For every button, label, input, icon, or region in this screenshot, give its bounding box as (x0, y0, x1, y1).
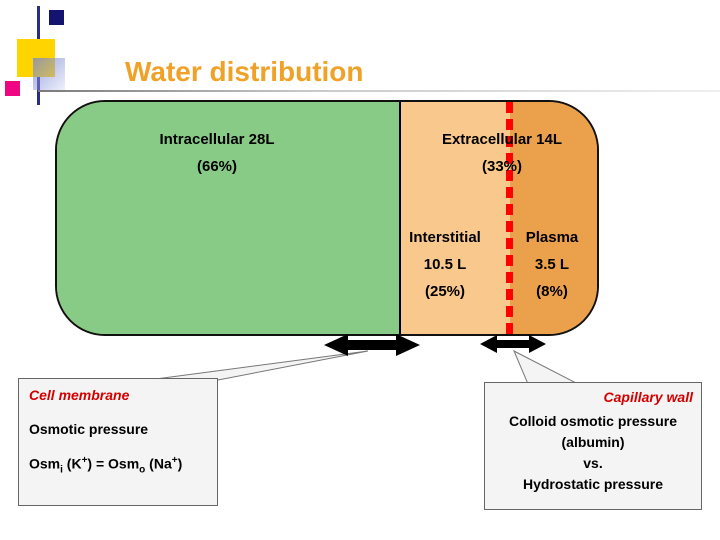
double-arrow-capillary-wall-icon (480, 335, 546, 353)
interstitial-percent: (25%) (424, 283, 465, 300)
plasma-label: Plasma (525, 229, 579, 246)
intracellular-label: Intracellular 28L (159, 131, 275, 148)
capillary-wall-dashed-line (506, 102, 513, 334)
intracellular-percent: (66%) (196, 158, 237, 175)
plasma-volume: 3.5 L (534, 256, 570, 273)
interstitial-label-block: Interstitial 10.5 L (25%) (375, 224, 515, 305)
extracellular-label-block: Extracellular 14L (33%) (397, 126, 597, 180)
deco-blue-square (33, 58, 65, 90)
plasma-percent: (8%) (536, 283, 568, 300)
cell-membrane-callout: Cell membrane Osmotic pressure Osmi (K+)… (18, 378, 218, 506)
vs-text: vs. (583, 455, 603, 471)
page-title: Water distribution (125, 56, 364, 87)
double-arrow-cell-membrane-icon (324, 334, 420, 356)
intracellular-label-block: Intracellular 28L (66%) (67, 126, 367, 180)
callout-pointer-cell-membrane (147, 350, 369, 381)
albumin-text: (albumin) (561, 434, 625, 450)
colloid-osmotic-pressure-text: Colloid osmotic pressure (508, 413, 678, 429)
callout-pointer-capillary-wall (512, 349, 579, 385)
capillary-wall-callout: Capillary wall Colloid osmotic pressure … (484, 382, 702, 510)
title-divider-line (38, 90, 720, 92)
extracellular-label: Extracellular 14L (441, 131, 563, 148)
osmolality-formula: Osmi (K+) = Osmo (Na+) (29, 455, 183, 476)
interstitial-volume: 10.5 L (423, 256, 467, 273)
capillary-wall-title: Capillary wall (603, 389, 693, 405)
cell-membrane-title: Cell membrane (29, 387, 130, 403)
interstitial-label: Interstitial (409, 229, 481, 246)
plasma-label-block: Plasma 3.5 L (8%) (510, 224, 594, 305)
osmotic-pressure-text: Osmotic pressure (29, 421, 149, 437)
extracellular-percent: (33%) (481, 158, 522, 175)
deco-navy-square (49, 10, 64, 25)
intracellular-region (57, 102, 401, 334)
deco-magenta-square (5, 81, 20, 96)
hydrostatic-pressure-text: Hydrostatic pressure (522, 476, 664, 492)
water-compartments-diagram: Intracellular 28L (66%) Extracellular 14… (55, 100, 599, 336)
plasma-region (510, 102, 597, 334)
